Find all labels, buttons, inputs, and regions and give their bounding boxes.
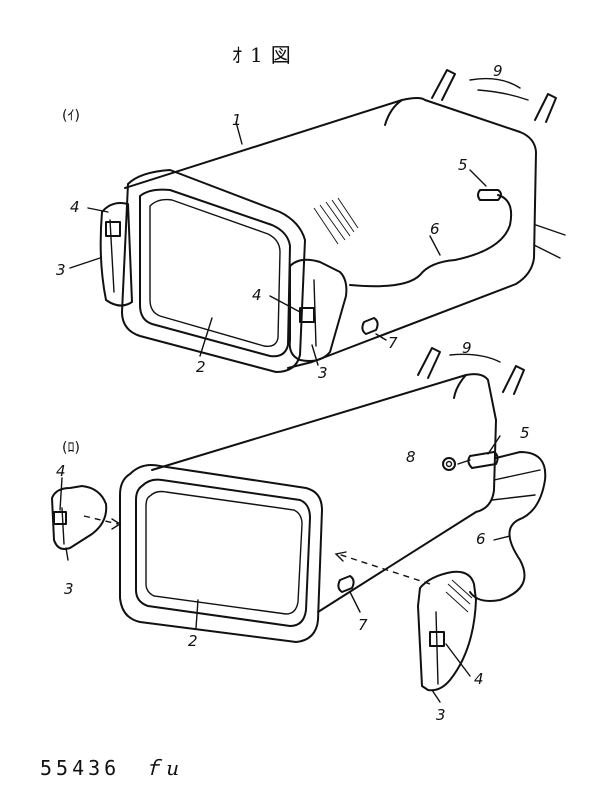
view-assembled: (ｲ) <box>56 62 566 382</box>
label-2-bottom: 2 <box>188 632 198 650</box>
label-8: 8 <box>406 448 416 466</box>
lamp-right-detached <box>334 551 477 692</box>
label-6-top: 6 <box>430 220 440 238</box>
housing-body-b <box>151 373 497 613</box>
leader-lines-ro <box>59 435 511 703</box>
lamp-left-detached <box>51 485 122 550</box>
switch-knob-right-b <box>429 631 445 647</box>
attach-arrow-right <box>337 553 431 585</box>
stud <box>361 317 379 335</box>
label-9-top: 9 <box>493 62 503 80</box>
sub-figure-label-i: (ｲ) <box>62 108 80 124</box>
label-3-left-top: 3 <box>56 261 66 279</box>
doc-number-text: 55436 <box>40 756 121 780</box>
leader-lines-i <box>69 121 487 366</box>
front-frame-outer-b <box>119 464 323 643</box>
front-frame-inner <box>139 188 291 358</box>
label-6-bottom: 6 <box>476 530 486 548</box>
label-7-top: 7 <box>388 334 398 352</box>
label-5-top: 5 <box>458 156 468 174</box>
lamp-left <box>99 202 133 307</box>
label-5-bottom: 5 <box>520 424 530 442</box>
label-1: 1 <box>232 111 242 129</box>
label-3-right-top: 3 <box>318 364 328 382</box>
lamp-right <box>288 258 348 362</box>
switch-knob-left <box>105 221 121 237</box>
rear-pegs <box>431 69 557 123</box>
view-exploded: (ﾛ) <box>51 339 547 724</box>
label-7-bottom: 7 <box>358 616 368 634</box>
label-3-left-bottom: 3 <box>64 580 74 598</box>
label-4-right-bottom: 4 <box>474 670 484 688</box>
front-frame-inner-b <box>135 478 311 627</box>
attach-arrow-left <box>83 515 119 525</box>
body-shading <box>313 197 359 245</box>
figure-title: ｵ1図 <box>232 43 299 67</box>
label-9-bottom: 9 <box>462 339 472 357</box>
label-4-left-bottom: 4 <box>56 462 66 480</box>
label-4-left-top: 4 <box>70 198 80 216</box>
label-3-right-bottom: 3 <box>436 706 446 724</box>
rear-pegs-b <box>417 347 525 395</box>
handwritten-mark: ｆu <box>142 756 184 780</box>
sub-figure-label-ro: (ﾛ) <box>62 440 80 456</box>
switch-knob-left-b <box>53 511 67 525</box>
stud-b <box>337 575 355 593</box>
document-number: 55436 ｆu <box>40 752 183 781</box>
switch-knob-right <box>299 307 315 323</box>
label-4-right-top: 4 <box>252 286 262 304</box>
housing-body <box>124 97 537 369</box>
connector-and-cord <box>349 189 513 288</box>
front-frame-outer <box>121 169 306 373</box>
label-2-top: 2 <box>196 358 206 376</box>
